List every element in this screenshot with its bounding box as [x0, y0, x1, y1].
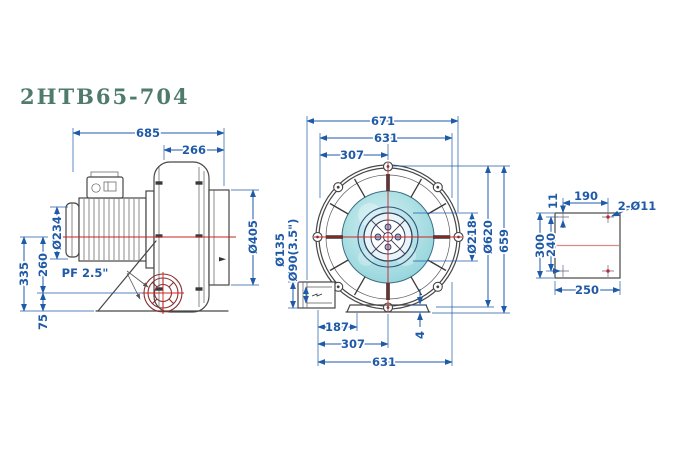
dim-housing-diameter: Ø620 [481, 220, 495, 254]
terminal-box [86, 176, 124, 199]
dim-overall-height: 659 [497, 229, 511, 253]
dim-axis-offset-top: 307 [340, 148, 364, 162]
dim-outlet-port-label: PF 2.5" [62, 266, 109, 280]
outlet-flange [142, 272, 184, 314]
front-view-dimensions: 671 631 307 Ø218 Ø620 659 Ø135 Ø90(3.5") [271, 112, 513, 371]
dim-outlet-od: Ø135 [273, 233, 287, 267]
dim-outlet-bore: Ø90(3.5") [286, 219, 300, 282]
dim-flange-width-bottom: 631 [372, 355, 396, 369]
support-gusset [97, 240, 157, 312]
dim-base-to-outlet: 187 [325, 320, 349, 334]
dim-hole-spacing-y: 240 [544, 233, 558, 257]
dim-hub-diameter: Ø218 [465, 220, 479, 254]
dim-overall-length: 685 [136, 126, 160, 140]
detail-view: 190 11 300 240 250 2-Ø11 [531, 187, 658, 299]
dim-motor-diameter: Ø234 [50, 216, 64, 250]
inlet-duct [208, 189, 230, 286]
motor-body [78, 197, 147, 262]
dim-inlet-diameter: Ø405 [246, 220, 260, 254]
side-view: 685 266 Ø234 335 260 75 Ø405 PF 2.5" [15, 124, 262, 332]
dim-flange-width-top: 631 [374, 131, 398, 145]
guard-spokes [329, 178, 447, 296]
cable-gland [91, 183, 101, 193]
pf-leader [126, 272, 141, 300]
dim-base-step: 4 [413, 331, 427, 339]
dim-overall-width: 671 [371, 114, 395, 128]
pf-leader [126, 270, 149, 288]
dim-axis-to-outlet: 260 [36, 253, 50, 277]
dim-hole-spacing-x: 190 [574, 189, 598, 203]
motor-fins [83, 199, 140, 260]
dim-plate-height: 300 [533, 234, 547, 258]
outlet-duct-front [297, 281, 336, 309]
dim-hole-edge-offset: 11 [546, 193, 560, 209]
dim-plate-width: 250 [575, 283, 599, 297]
dim-holes-spec: 2-Ø11 [618, 199, 657, 213]
drawing-title: 2HTB65-704 [20, 84, 190, 109]
motor-flange [145, 190, 155, 269]
dim-housing-depth: 266 [182, 143, 206, 157]
housing-bolts [155, 181, 203, 291]
side-view-dimensions: 685 266 Ø234 335 260 75 Ø405 PF 2.5" [15, 124, 262, 332]
motor-rear-cap [65, 202, 80, 258]
dim-axis-offset-bottom: 307 [341, 337, 365, 351]
hole [606, 215, 610, 219]
dim-outlet-to-base: 75 [36, 314, 50, 330]
dim-axis-to-base: 335 [17, 262, 31, 286]
detail-view-dimensions: 190 11 300 240 250 2-Ø11 [531, 187, 658, 299]
hole [606, 269, 610, 273]
front-view: 671 631 307 Ø218 Ø620 659 Ø135 Ø90(3.5") [271, 112, 513, 371]
